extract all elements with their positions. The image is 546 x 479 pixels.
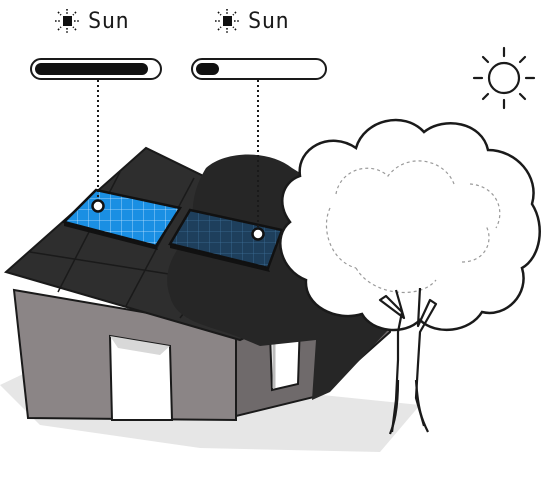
panel-label-shaded: Sun xyxy=(214,4,289,38)
panel-marker-sunny xyxy=(93,201,104,212)
panel-label-sunny: Sun xyxy=(54,4,129,38)
panel-marker-shaded xyxy=(253,229,264,240)
output-meter-fill xyxy=(196,63,219,75)
output-meter-fill xyxy=(35,63,148,75)
sun-icon xyxy=(474,48,534,108)
panel-label-text: Sun xyxy=(88,9,129,34)
output-meter-shaded xyxy=(191,58,327,80)
sun-icon xyxy=(214,8,240,34)
output-meter-sunny xyxy=(30,58,162,80)
panel-label-text: Sun xyxy=(248,9,289,34)
sun-icon xyxy=(54,8,80,34)
tree-canopy xyxy=(280,120,539,330)
